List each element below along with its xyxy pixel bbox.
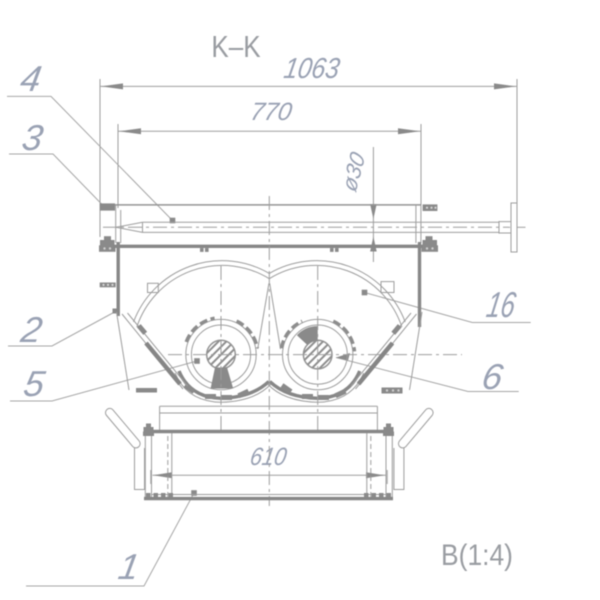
svg-text:K–K: K–K [211,30,260,65]
svg-text:770: 770 [248,98,294,126]
svg-text:610: 610 [248,443,289,471]
svg-text:B(1:4): B(1:4) [441,537,513,571]
svg-text:1063: 1063 [282,53,343,85]
